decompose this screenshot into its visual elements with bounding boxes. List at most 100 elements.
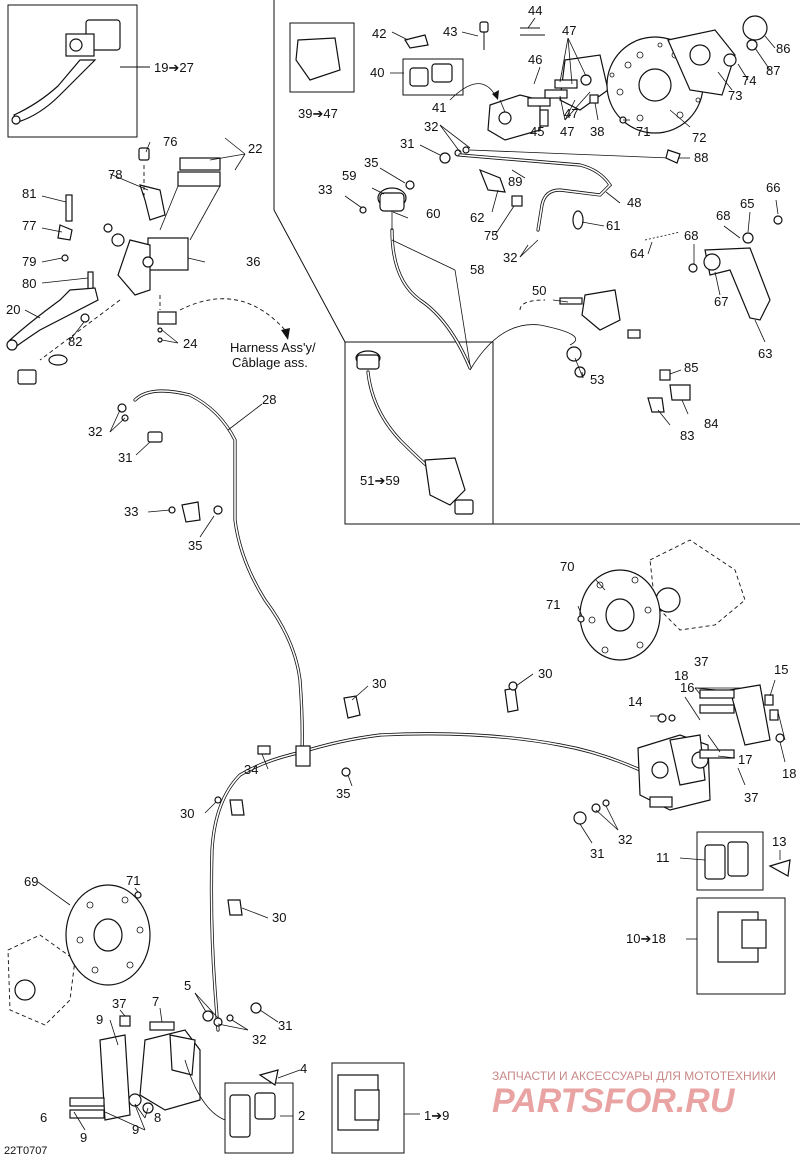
callout-14: 14 — [628, 694, 642, 709]
harness-label-line2: Câblage ass. — [232, 355, 308, 370]
callout-30b: 30 — [538, 666, 552, 681]
callout-18b: 18 — [782, 766, 796, 781]
callout-5: 5 — [184, 978, 191, 993]
front-master-cylinder-assembly-inset — [11, 19, 150, 125]
callout-18a: 18 — [674, 668, 688, 683]
watermark-logo: PARTSFOR.RU — [492, 1082, 736, 1120]
callout-64: 64 — [630, 246, 644, 261]
front-left-caliper — [69, 1010, 380, 1138]
callout-38: 38 — [590, 124, 604, 139]
callout-31c: 31 — [590, 846, 604, 861]
callout-73: 73 — [728, 88, 742, 103]
callout-13: 13 — [772, 834, 786, 849]
callout-47c: 47 — [564, 106, 578, 121]
inset-frames — [7, 0, 800, 1154]
callout-65: 65 — [740, 196, 754, 211]
callout-68a: 68 — [716, 208, 730, 223]
front-left-disc-and-hub — [7, 884, 151, 1026]
callout-43: 43 — [443, 24, 457, 39]
callout-33b: 33 — [124, 504, 138, 519]
callout-77: 77 — [22, 218, 36, 233]
callout-62: 62 — [470, 210, 484, 225]
callout-9b: 9 — [132, 1122, 139, 1137]
callout-7: 7 — [152, 994, 159, 1009]
front-master-cylinder-exploded — [6, 147, 290, 385]
rear-caliper-exploded — [295, 21, 609, 164]
callout-20: 20 — [6, 302, 20, 317]
callout-8: 8 — [154, 1110, 161, 1125]
front-brake-hose — [133, 389, 672, 1032]
callout-60: 60 — [426, 206, 440, 221]
callout-30c: 30 — [180, 806, 194, 821]
callout-35c: 35 — [336, 786, 350, 801]
callout-63: 63 — [758, 346, 772, 361]
callout-59: 59 — [342, 168, 356, 183]
callout-11: 11 — [656, 850, 670, 865]
callout-31a: 31 — [400, 136, 414, 151]
callout-24: 24 — [183, 336, 197, 351]
callout-37a: 37 — [694, 654, 708, 669]
front-right-caliper — [637, 684, 791, 963]
callout-76: 76 — [163, 134, 177, 149]
callout-30d: 30 — [272, 910, 286, 925]
callout-32b: 32 — [503, 250, 517, 265]
harness-label-line1: Harness Ass'y/ — [230, 340, 316, 355]
callout-28: 28 — [262, 392, 276, 407]
callout-70: 70 — [560, 559, 574, 574]
callout-89: 89 — [508, 174, 522, 189]
callout-87: 87 — [766, 63, 780, 78]
callout-81: 81 — [22, 186, 36, 201]
callout-37b: 37 — [744, 790, 758, 805]
callout-50: 50 — [532, 283, 546, 298]
rear-brake-disc-top — [606, 15, 768, 134]
callout-53: 53 — [590, 372, 604, 387]
callout-2: 2 — [298, 1108, 305, 1123]
callout-58: 58 — [470, 262, 484, 277]
watermark-line1: ЗАПЧАСТИ И АКСЕССУАРЫ ДЛЯ МОТОТЕХНИКИ — [492, 1069, 776, 1083]
callout-33a: 33 — [318, 182, 332, 197]
callout-4: 4 — [300, 1061, 307, 1076]
callout-66: 66 — [766, 180, 780, 195]
callout-37c: 37 — [112, 996, 126, 1011]
callout-46: 46 — [528, 52, 542, 67]
callout-80: 80 — [22, 276, 36, 291]
callout-79: 79 — [22, 254, 36, 269]
callout-6: 6 — [40, 1110, 47, 1125]
callout-83: 83 — [680, 428, 694, 443]
callout-44: 44 — [528, 3, 542, 18]
callout-16: 16 — [680, 680, 694, 695]
callout-71a: 71 — [636, 124, 650, 139]
range-label-39-47: 39➔47 — [298, 106, 338, 121]
callout-36: 36 — [246, 254, 260, 269]
range-label-51-59: 51➔59 — [360, 473, 400, 488]
callout-32c: 32 — [88, 424, 102, 439]
callout-31d: 31 — [278, 1018, 292, 1033]
rear-brake-lines-top — [359, 149, 681, 232]
callout-15: 15 — [774, 662, 788, 677]
callout-67: 67 — [714, 294, 728, 309]
callout-17: 17 — [738, 752, 752, 767]
range-label-1-9: 1➔9 — [424, 1108, 449, 1123]
callout-68b: 68 — [684, 228, 698, 243]
callout-42: 42 — [372, 26, 386, 41]
callout-61: 61 — [606, 218, 620, 233]
callout-85: 85 — [684, 360, 698, 375]
callout-32a: 32 — [424, 119, 438, 134]
callout-30a: 30 — [372, 676, 386, 691]
callout-31b: 31 — [118, 450, 132, 465]
callout-32e: 32 — [252, 1032, 266, 1047]
callout-48: 48 — [627, 195, 641, 210]
callout-74: 74 — [742, 73, 756, 88]
callout-40: 40 — [370, 65, 384, 80]
callout-69: 69 — [24, 874, 38, 889]
callout-88: 88 — [694, 150, 708, 165]
callout-84: 84 — [704, 416, 718, 431]
callout-34: 34 — [244, 762, 258, 777]
callout-41: 41 — [432, 100, 446, 115]
callout-47a: 47 — [562, 23, 576, 38]
callout-9a: 9 — [96, 1012, 103, 1027]
callout-35a: 35 — [364, 155, 378, 170]
front-line-fittings — [117, 403, 610, 1027]
callout-72: 72 — [692, 130, 706, 145]
